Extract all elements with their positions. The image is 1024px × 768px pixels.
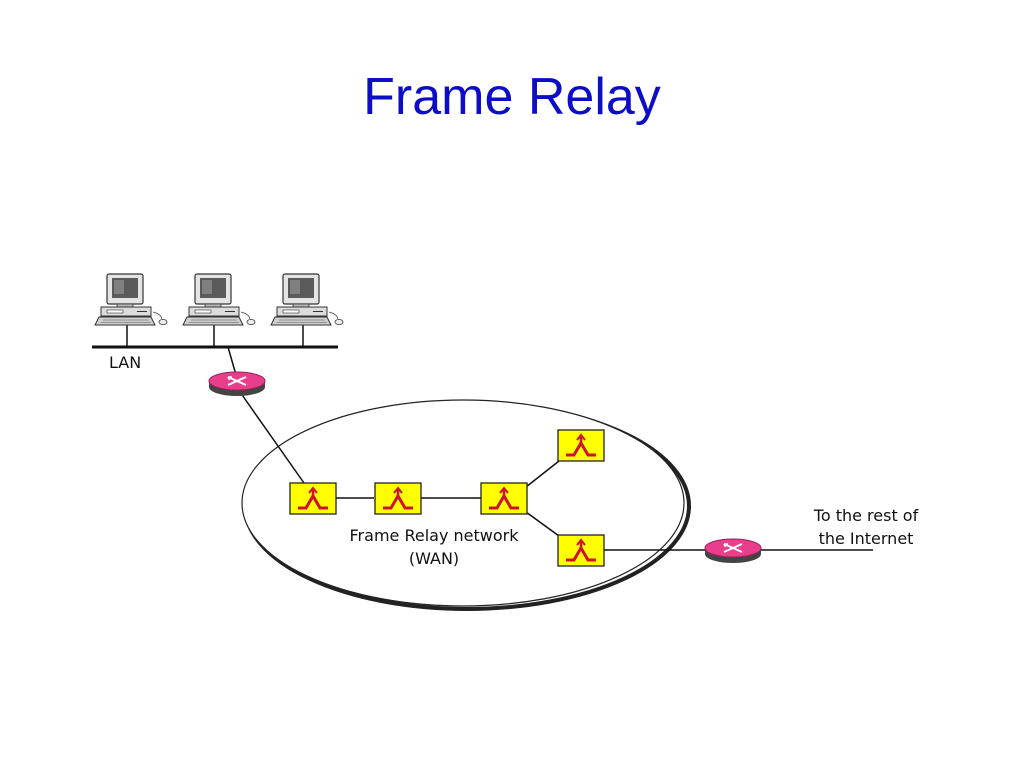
- frame-relay-switch-icon: [373, 481, 423, 516]
- frame-relay-switch-icon: [288, 481, 338, 516]
- network-label-line1: Frame Relay network: [350, 526, 520, 545]
- router-icon: [704, 538, 762, 564]
- computer-1: [94, 273, 168, 326]
- internet-label-line1: To the rest of: [813, 506, 919, 525]
- computer-3: [270, 273, 344, 326]
- internet-label-line2: the Internet: [819, 529, 914, 548]
- frame-relay-switch-icon: [479, 481, 529, 516]
- lan-label: LAN: [109, 353, 141, 372]
- router-icon: [208, 371, 266, 397]
- frame-relay-switch-icon: [556, 428, 606, 463]
- slide-title: Frame Relay: [363, 68, 661, 126]
- network-label-line2: (WAN): [409, 549, 459, 568]
- computer-2: [182, 273, 256, 326]
- frame-relay-switch-icon: [556, 533, 606, 568]
